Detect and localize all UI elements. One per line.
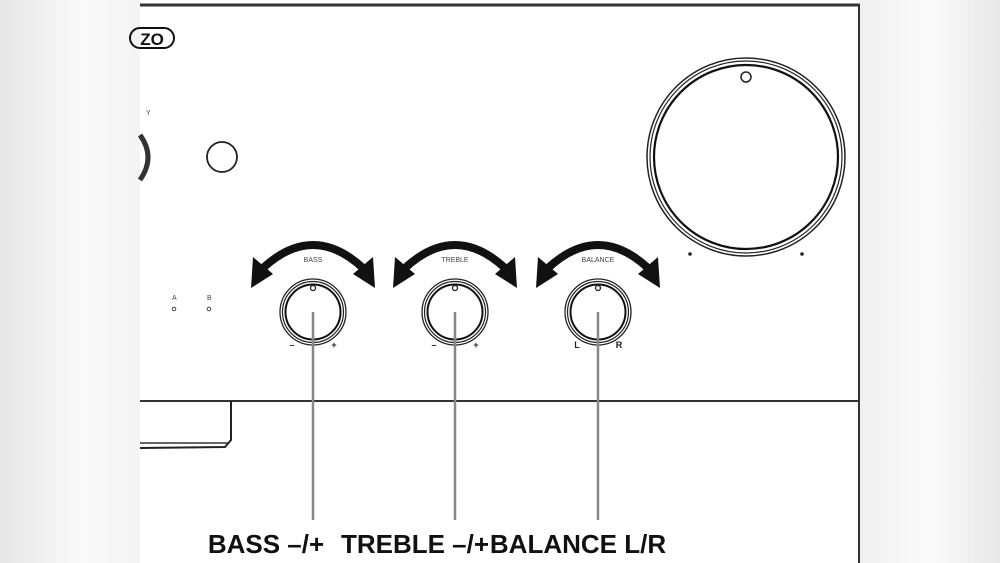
knob-right-mark: +: [473, 340, 478, 350]
speaker-b-label: B: [207, 295, 212, 302]
headphone-jack[interactable]: [206, 141, 238, 173]
svg-text:ZO: ZO: [140, 30, 164, 49]
volume-knob[interactable]: [646, 57, 846, 257]
partial-label: Y: [146, 110, 151, 117]
brand-logo: ZO: [129, 27, 175, 49]
speaker-a-label: A: [172, 295, 177, 302]
knob-indicator: [451, 284, 459, 292]
knob-indicator: [309, 284, 317, 292]
volume-max-dot: [800, 252, 804, 256]
knob-left-mark: L: [574, 340, 580, 350]
volume-min-dot: [688, 252, 692, 256]
knob-label: BASS: [304, 257, 323, 264]
knob-left-mark: –: [431, 340, 436, 350]
rotate-arrow-icon: [536, 241, 660, 288]
partial-knob[interactable]: [137, 133, 151, 182]
knob-right-mark: +: [331, 340, 336, 350]
knob-label: BALANCE: [582, 257, 615, 264]
callout-balance: BALANCE L/R: [490, 529, 666, 559]
rotate-arrow-icon: [393, 241, 517, 288]
callout-treble: TREBLE –/+: [341, 529, 489, 559]
volume-knob-indicator: [740, 71, 752, 83]
knob-bass[interactable]: BASS – +: [251, 241, 375, 350]
lower-bay-outline: [139, 401, 232, 449]
rotate-arrow-icon: [251, 241, 375, 288]
callout-bass: BASS –/+: [208, 529, 324, 559]
speaker-b-indicator: [206, 306, 212, 312]
knob-left-mark: –: [289, 340, 294, 350]
knob-label: TREBLE: [441, 257, 469, 264]
knob-right-mark: R: [616, 340, 623, 350]
speaker-a-indicator: [171, 306, 177, 312]
knob-indicator: [594, 284, 602, 292]
